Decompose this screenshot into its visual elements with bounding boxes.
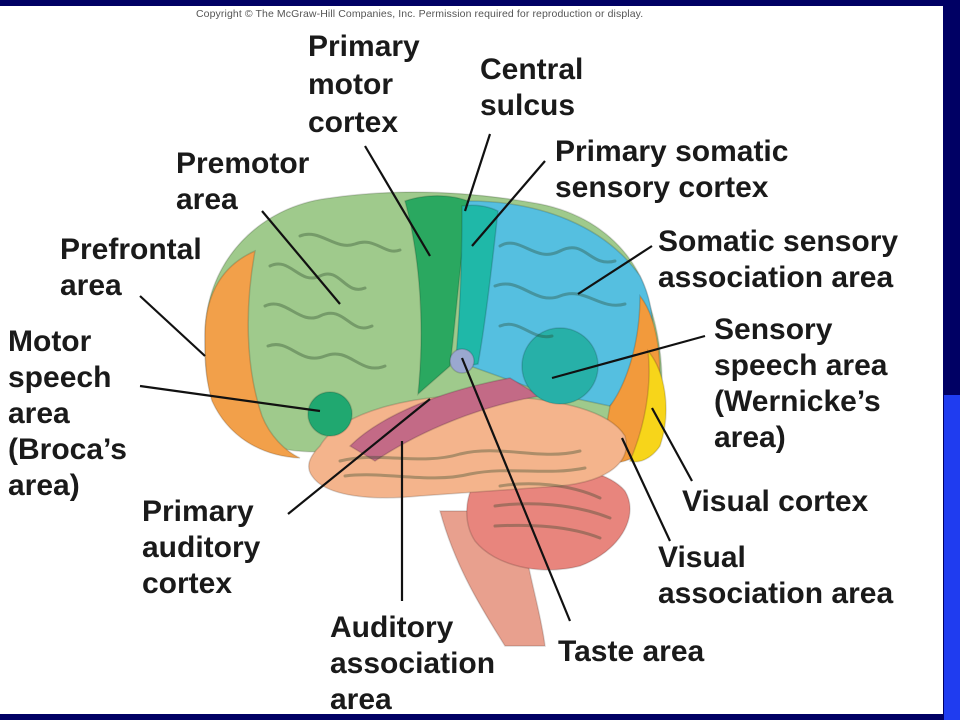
label-prefrontal-area: Prefrontal area	[60, 233, 202, 302]
label-primary-auditory-cortex: Primary auditory cortex	[142, 495, 261, 600]
primary-somatic-sensory-cortex	[454, 204, 499, 369]
label-visual-cortex: Visual cortex	[682, 485, 869, 518]
label-taste-area: Taste area	[558, 635, 705, 668]
slide-accent-bar	[944, 395, 960, 720]
leader-lines	[139, 133, 706, 622]
label-sensory-speech-area: Sensory speech area (Wernicke’s area)	[714, 313, 888, 454]
leader-prefrontal	[139, 295, 206, 357]
leader-visual-assoc	[621, 437, 671, 542]
brain-diagram	[139, 133, 706, 647]
copyright-notice: Copyright © The McGraw-Hill Companies, I…	[196, 8, 644, 20]
label-central-sulcus: Central sulcus	[480, 53, 584, 122]
figure-panel: Copyright © The McGraw-Hill Companies, I…	[0, 6, 943, 716]
visual-cortex-region	[628, 348, 667, 463]
label-auditory-association-area: Auditory association area	[330, 611, 496, 716]
leader-premotor	[261, 210, 341, 305]
leader-taste	[460, 357, 572, 622]
primary-motor-cortex	[404, 195, 469, 396]
gyri-texture	[263, 232, 627, 540]
wernicke-area-region	[521, 327, 599, 405]
leader-somatic-assoc	[577, 245, 653, 295]
label-premotor-area: Premotor area	[176, 147, 310, 216]
label-primary-somatic-sensory-cortex: Primary somatic sensory cortex	[555, 135, 789, 204]
label-somatic-sensory-association-area: Somatic sensory association area	[658, 225, 899, 294]
leader-primary-auditory	[287, 398, 431, 515]
leader-primary-somatic	[471, 160, 546, 247]
broca-area-region	[307, 391, 353, 437]
leader-wernicke	[551, 334, 706, 380]
leader-visual-cortex	[651, 407, 693, 482]
leader-broca	[139, 384, 321, 413]
leader-primary-motor	[364, 145, 431, 257]
leader-central-sulcus	[463, 133, 492, 212]
label-motor-speech-area: Motor speech area (Broca’s area)	[8, 325, 127, 502]
label-primary-motor-cortex: Primary motor cortex	[308, 30, 420, 139]
prefrontal-area	[204, 249, 301, 459]
taste-area-region	[449, 348, 475, 374]
label-visual-association-area: Visual association area	[658, 541, 894, 610]
